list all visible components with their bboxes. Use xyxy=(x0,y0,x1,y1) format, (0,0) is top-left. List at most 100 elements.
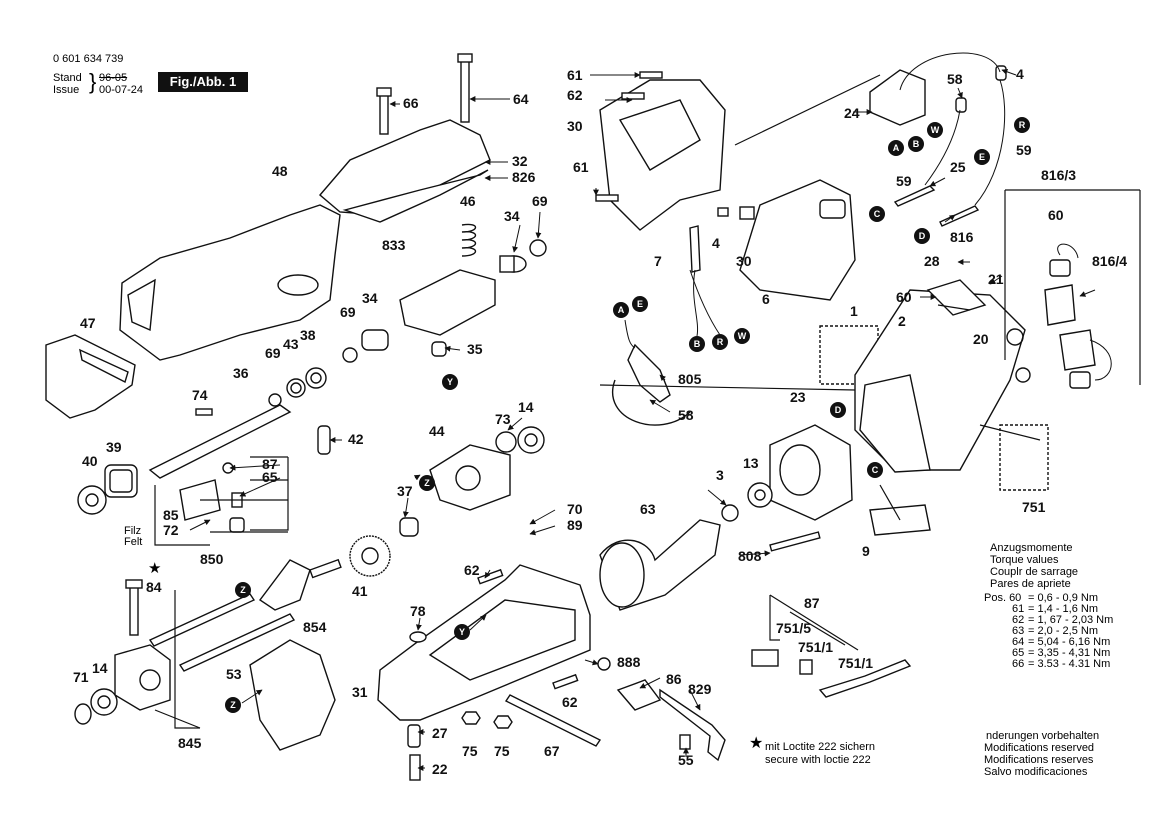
brace: } xyxy=(89,69,97,94)
svg-text:R: R xyxy=(1019,120,1026,130)
issue-label: Issue xyxy=(53,84,80,96)
part-label: 69 xyxy=(532,193,548,209)
part-label: 60 xyxy=(1048,207,1064,223)
part-label: 38 xyxy=(300,327,316,343)
part-label: 36 xyxy=(233,365,249,381)
filz-label: Filz xyxy=(124,525,142,537)
part-label: 78 xyxy=(410,603,426,619)
part-number: 0 601 634 739 xyxy=(53,53,124,65)
part-shapes xyxy=(45,53,1096,781)
svg-text:Z: Z xyxy=(230,700,236,710)
part-label: 58 xyxy=(947,71,963,87)
part-label: 75 xyxy=(494,743,510,759)
letter-markers: A B W R E C D A E B R W Y Z Z Z Z Y D C xyxy=(0,0,1030,713)
part-label: 72 xyxy=(163,522,179,538)
torque-row-pos: 66 xyxy=(1012,658,1025,670)
torque-row-pos: 63 xyxy=(1012,625,1025,637)
marker-A: A xyxy=(888,140,904,156)
part-label: 84 xyxy=(146,579,162,595)
part-36 xyxy=(148,404,292,479)
marker-R: R xyxy=(1014,117,1030,133)
part-label: 75 xyxy=(462,743,478,759)
wires xyxy=(624,52,1112,381)
part-label: 816 xyxy=(950,229,974,245)
torque-title-de: Anzugsmomente xyxy=(990,542,1073,554)
marker-R: R xyxy=(712,334,728,350)
part-label: 48 xyxy=(272,163,288,179)
part-label: 751/1 xyxy=(838,655,873,671)
marker-C: C xyxy=(867,462,883,478)
torque-row-pos: 61 xyxy=(1012,603,1025,615)
part-label: 59 xyxy=(1016,142,1032,158)
part-label: 34 xyxy=(362,290,378,306)
torque-row-value: = 5,04 - 6,16 Nm xyxy=(1028,636,1111,648)
torque-title-fr: Couplr de sarrage xyxy=(990,566,1079,578)
part-label: 41 xyxy=(352,583,368,599)
star-84-icon: ★ xyxy=(148,560,162,577)
part-label: 66 xyxy=(403,95,419,111)
part-label: 69 xyxy=(340,304,356,320)
part-label: 70 xyxy=(567,501,583,517)
part-label: 30 xyxy=(567,118,583,134)
marker-E: E xyxy=(974,149,990,165)
part-label: 4 xyxy=(1016,66,1024,82)
svg-text:B: B xyxy=(913,139,920,149)
svg-text:R: R xyxy=(717,337,724,347)
torque-row-value: = 1, 67 - 2,03 Nm xyxy=(1028,614,1114,626)
part-label: 67 xyxy=(544,743,560,759)
svg-text:D: D xyxy=(919,231,926,241)
part-label: 7 xyxy=(654,253,662,269)
modifications-es: Salvo modificaciones xyxy=(984,766,1088,778)
svg-text:A: A xyxy=(893,143,900,153)
part-label: 46 xyxy=(460,193,476,209)
part-label: 3 xyxy=(716,467,724,483)
part-label: 62 xyxy=(562,694,578,710)
marker-Z: Z xyxy=(235,582,251,598)
part-label: 25 xyxy=(950,159,966,175)
torque-row-pos: 64 xyxy=(1012,636,1025,648)
marker-Z: Z xyxy=(419,475,435,491)
date-new: 00-07-24 xyxy=(99,84,144,96)
svg-text:Z: Z xyxy=(0,0,6,2)
part-label: 24 xyxy=(844,105,860,121)
torque-row-value: = 1,4 - 1,6 Nm xyxy=(1028,603,1099,615)
torque-title-es: Pares de apriete xyxy=(990,578,1071,590)
part-30-front xyxy=(739,179,856,301)
marker-D: D xyxy=(914,228,930,244)
part-label: 71 xyxy=(73,669,89,685)
marker-Z: Z xyxy=(225,697,241,713)
svg-text:B: B xyxy=(694,339,701,349)
part-label: 60 xyxy=(896,289,912,305)
figure-label: Fig./Abb. 1 xyxy=(158,72,248,92)
svg-text:C: C xyxy=(872,465,879,475)
part-label: 85 xyxy=(163,507,179,523)
part-label: 826 xyxy=(512,169,536,185)
part-label: 22 xyxy=(432,761,448,777)
marker-Y: Y xyxy=(454,624,470,640)
part-47 xyxy=(45,334,136,419)
svg-text:E: E xyxy=(637,299,643,309)
part-label: 65 xyxy=(262,469,278,485)
part-label: 64 xyxy=(513,91,529,107)
part-label: 816/3 xyxy=(1041,167,1076,183)
part-label: 44 xyxy=(429,423,445,439)
marker-B: B xyxy=(908,136,924,152)
torque-row-value: = 0,6 - 0,9 Nm xyxy=(1028,592,1099,604)
part-label: 1 xyxy=(850,303,858,319)
part-label: 34 xyxy=(504,208,520,224)
part-label: 14 xyxy=(518,399,534,415)
part-label: 59 xyxy=(896,173,912,189)
part-label: 888 xyxy=(617,654,641,670)
part-label: 86 xyxy=(666,671,682,687)
part-label: 37 xyxy=(397,483,413,499)
modifications-en: Modifications reserved xyxy=(984,742,1095,754)
part-label: 62 xyxy=(567,87,583,103)
housing-48 xyxy=(119,204,341,361)
part-label: 43 xyxy=(283,336,299,352)
part-label: 55 xyxy=(678,752,694,768)
torque-title-en: Torque values xyxy=(990,554,1059,566)
svg-text:Y: Y xyxy=(447,377,453,387)
part-label: 73 xyxy=(495,411,511,427)
marker-B: B xyxy=(689,336,705,352)
